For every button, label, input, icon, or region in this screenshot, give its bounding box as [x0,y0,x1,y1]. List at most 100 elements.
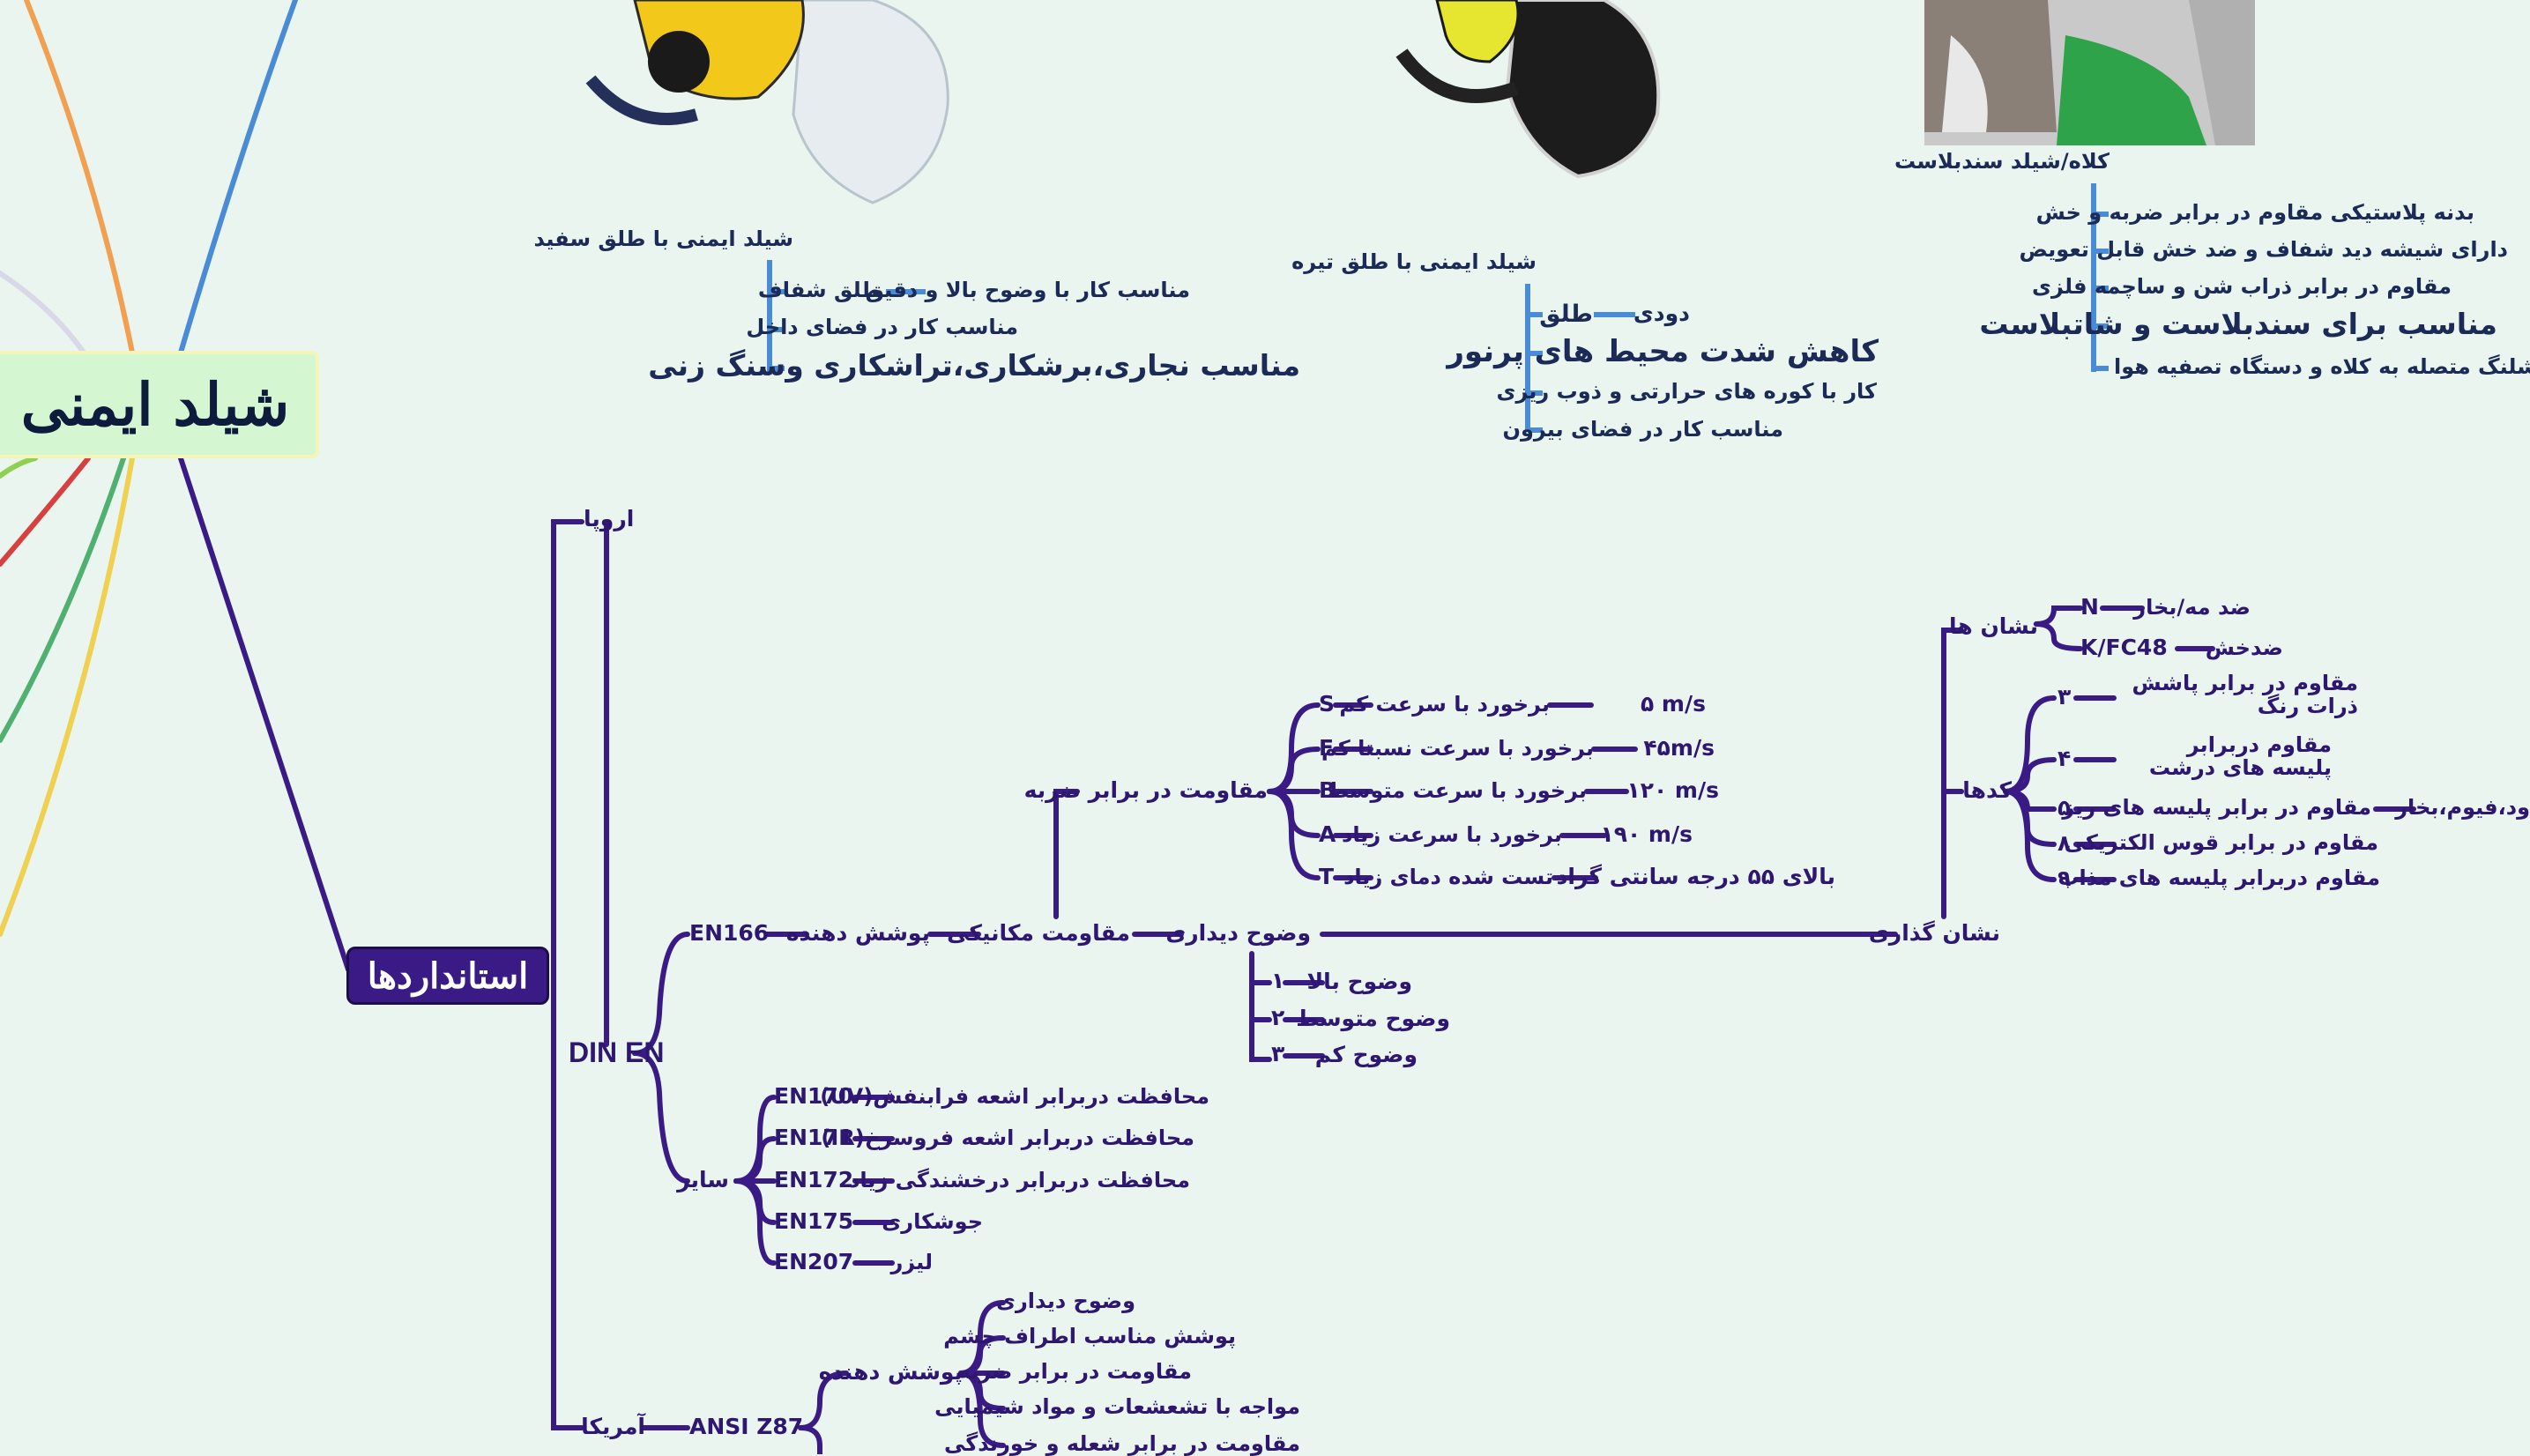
en170-label[interactable]: EN170 [774,1083,854,1109]
en166-label[interactable]: EN166 [689,920,770,946]
standards-node[interactable]: استانداردها [346,947,549,1005]
clarity-label[interactable]: وضوح دیداری [1165,920,1311,946]
en171-label[interactable]: EN171 [774,1125,854,1150]
ansi-coverage-label[interactable]: پوشش دهنده [818,1359,963,1385]
white-visor-image [585,0,949,204]
code-5-desc[interactable]: مقاوم در برابر پلیسه های ریز [2062,795,2371,820]
impact-desc-f[interactable]: برخورد با سرعت نسبتا کم [1321,736,1594,761]
america-label[interactable]: آمریکا [581,1414,645,1439]
green-branch-line [0,456,126,743]
code-8[interactable]: ۸ [2057,830,2072,856]
impact-desc-b[interactable]: برخورد با سرعت متوسط [1327,778,1587,803]
ansi-item-2[interactable]: پوشش مناسب اطراف چشم [943,1324,1236,1348]
impact-speed-s[interactable]: ۵ m/s [1640,691,1706,717]
code-8-desc[interactable]: مقاوم در برابر قوس الکتریکی [2064,830,2378,855]
impact-desc-a[interactable]: برخورد با سرعت زیاد [1342,822,1562,847]
clarity-code-1[interactable]: ۱ [1271,968,1285,993]
impact-code-s[interactable]: S [1319,691,1336,717]
sign-desc-n[interactable]: ضد مه/بخار [2133,595,2251,620]
white-shield-photo [582,0,952,212]
ansi-item-4[interactable]: مواجه با تشعشعات و مواد شیمیایی [934,1394,1300,1419]
clarity-desc-2[interactable]: وضوح متوسط [1296,1006,1450,1031]
dark-shield-item-2[interactable]: کاهش شدت محیط های پرنور [1447,334,1879,369]
code-3-desc[interactable]: مقاوم در برابر پاشش ذرات رنگ [2132,671,2358,719]
signs-label[interactable]: نشان ها [1949,613,2038,639]
sandblast-item-5[interactable]: از طریق شلنگ متصله به کلاه و دستگاه تصفی… [2114,355,2530,378]
code-5[interactable]: ۵ [2057,795,2072,821]
en170-desc[interactable]: محافظت دربرابر اشعه فرابنفش(UV) [820,1084,1209,1109]
sandblast-item-5-text: از طریق شلنگ متصله به کلاه و دستگاه تصفی… [2114,354,2530,379]
dark-shield-item-1-sub[interactable]: دودی [1633,301,1690,326]
dark-shield-item-4[interactable]: مناسب کار در فضای بیرون [1502,417,1783,442]
white-shield-title[interactable]: شیلد ایمنی با طلق سفید [533,227,793,251]
en207-desc[interactable]: لیزر [890,1250,933,1274]
sign-desc-kfc48[interactable]: ضدخش [2205,635,2283,660]
mechanical-label[interactable]: مقاومت مکانیکی [947,920,1130,946]
code-3[interactable]: ۳ [2057,684,2072,709]
code-4-desc[interactable]: مقاوم دربرابر پلیسه های درشت [2148,732,2332,781]
sandblast-item-4[interactable]: مناسب برای سندبلاست و شاتبلاست [1979,307,2497,341]
lime-branch-line [0,456,38,479]
impact-speed-f[interactable]: ۴۵m/s [1643,735,1715,761]
yellow-branch-line [0,456,135,937]
blue-branch-line [178,0,298,355]
sandblast-item-1[interactable]: بدنه پلاستیکی مقاوم در برابر ضربه و خش [2035,200,2474,225]
white-shield-item-1-sub[interactable]: مناسب کار با وضوح بالا و دقیق [865,278,1190,302]
ansi-item-3[interactable]: مقاومت در برابر ضربه [957,1359,1192,1384]
orange-branch-line [24,0,135,355]
impact-speed-b[interactable]: ۱۲۰ m/s [1626,777,1719,803]
white-shield-item-2[interactable]: مناسب کار در فضای داخل [746,315,1018,339]
en207-label[interactable]: EN207 [774,1249,854,1274]
central-topic[interactable]: شیلد ایمنی [0,351,319,458]
sandblast-suit-image [1924,0,2255,145]
impact-desc-s[interactable]: برخورد با سرعت کم [1339,692,1550,717]
en175-label[interactable]: EN175 [774,1208,854,1234]
purple-branch-line [178,456,351,972]
en175-desc[interactable]: جوشکاری [882,1209,983,1234]
red-branch-line [0,456,91,567]
dark-shield-item-3[interactable]: کار با کوره های حرارتی و ذوب ریزی [1496,379,1877,404]
clarity-desc-3[interactable]: وضوح کم [1314,1042,1418,1067]
ansi-item-5[interactable]: مقاومت در برابر شعله و خورندگی [943,1431,1300,1456]
others-label[interactable]: سایر [677,1167,729,1192]
sandblast-title[interactable]: کلاه/شیلد سندبلاست [1894,149,2110,174]
impact-code-a[interactable]: A [1319,821,1336,847]
en172-desc[interactable]: محافظت دربرابر درخشندگی زیاد [849,1168,1190,1192]
sandblast-item-3[interactable]: مقاوم در برابر ذراب شن و ساچمه فلزی [2032,274,2452,299]
code-9[interactable]: ۹ [2057,865,2072,891]
impact-code-f[interactable]: F [1319,735,1335,761]
impact-code-t[interactable]: T [1319,864,1335,889]
en171-desc[interactable]: محافظت دربرابر اشعه فروسرخ(IR) [821,1125,1194,1150]
impact-speed-t[interactable]: بالای ۵۵ درجه سانتی گراد [1556,864,1835,889]
sandblast-item-2[interactable]: دارای شیشه دید شفاف و ضد خش قابل تعویض [2019,237,2508,262]
dark-shield-title[interactable]: شیلد ایمنی با طلق تیره [1291,249,1537,274]
white-shield-item-3[interactable]: مناسب نجاری،برشکاری،تراشکاری وسنگ زنی [648,348,1300,383]
gray-branch-line [0,271,86,355]
dark-shield-photo [1384,0,1675,181]
code-4[interactable]: ۴ [2057,746,2072,771]
europe-label[interactable]: اروپا [584,506,635,531]
ansi-item-1[interactable]: وضوح دیداری [995,1289,1135,1313]
clarity-desc-1[interactable]: وضوح بالا [1306,969,1412,994]
dark-shield-item-1[interactable]: طلق [1539,301,1593,328]
en172-label[interactable]: EN172 [774,1167,854,1192]
impact-desc-t[interactable]: تست شده دمای زیاد [1343,865,1553,889]
white-shield-item-1[interactable]: طلق شفاف [757,278,882,302]
impact-label[interactable]: مقاومت در برابر ضربه [1023,777,1268,803]
marking-label[interactable]: نشان گذاری [1868,920,2000,946]
clarity-code-2[interactable]: ۲ [1271,1005,1285,1030]
din-en-label[interactable]: DIN EN [569,1036,665,1068]
code-9-desc[interactable]: مقاوم دربرابر پلیسه های مذاب [2057,865,2380,890]
sign-code-n[interactable]: N [2080,594,2099,620]
clarity-code-3[interactable]: ۳ [1271,1041,1285,1066]
dark-visor-image [1395,0,1661,179]
impact-code-b[interactable]: B [1319,777,1336,803]
coverage-label[interactable]: پوشش دهنده [785,920,930,946]
sign-code-kfc48[interactable]: K/FC48 [2080,635,2168,660]
codes-label[interactable]: کدها [1962,777,2012,803]
impact-speed-a[interactable]: ۱۹۰ m/s [1600,821,1693,847]
ansi-label[interactable]: ANSI Z87 [689,1414,804,1439]
code-5-extra[interactable]: ود،فیوم،بخار [2395,795,2530,820]
